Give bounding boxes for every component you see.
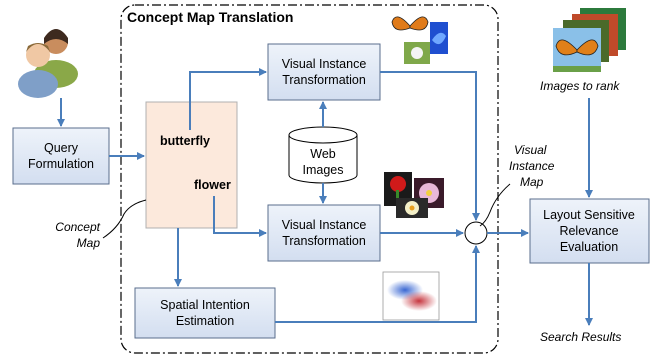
butterfly-images-icon (390, 12, 448, 64)
visual-transform-bottom-line-1: Visual Instance (282, 218, 367, 232)
query-formulation-line-2: Formulation (28, 157, 94, 171)
web-images-database-icon (288, 126, 358, 184)
arrow-spatial-to-node (275, 245, 480, 323)
spatial-intention-line-2: Estimation (176, 314, 234, 328)
combination-node (464, 221, 488, 245)
spatial-intention-estimation-box (134, 287, 276, 339)
visual-instance-transformation-top-box (267, 43, 381, 101)
search-results-label: Search Results (540, 330, 621, 344)
layout-sensitive-relevance-box (529, 198, 650, 264)
concept-map-canvas (145, 101, 238, 229)
layout-relevance-line-3: Evaluation (560, 240, 618, 254)
visual-instance-map-line-1: Visual (514, 143, 547, 157)
spatial-heatmap-icon (382, 271, 440, 321)
visual-instance-map-line-3: Map (520, 175, 544, 189)
users-icon (18, 29, 78, 98)
frame-title: Concept Map Translation (127, 9, 293, 25)
spatial-intention-line-1: Spatial Intention (160, 298, 250, 312)
web-images-line-1: Web (310, 147, 336, 161)
query-formulation-line-1: Query (44, 141, 79, 155)
layout-relevance-line-2: Relevance (559, 224, 618, 238)
visual-instance-transformation-bottom-box (267, 204, 381, 262)
web-images-line-2: Images (303, 163, 344, 177)
arrow-butterfly-to-visual-top (189, 68, 267, 130)
layout-relevance-line-1: Layout Sensitive (543, 208, 635, 222)
arrow-visual-top-to-node (380, 71, 480, 221)
concept-map-translation-frame (120, 4, 499, 354)
visual-instance-map-pointer (479, 183, 511, 227)
concept-map-label-line-2: Map (77, 236, 101, 250)
flow-arrows (57, 68, 593, 326)
arrow-flower-to-visual-bottom (213, 196, 267, 237)
concept-map-label-line-1: Concept (55, 220, 100, 234)
visual-transform-top-line-1: Visual Instance (282, 57, 367, 71)
visual-transform-top-line-2: Transformation (282, 73, 366, 87)
visual-transform-bottom-line-2: Transformation (282, 234, 366, 248)
concept-word-butterfly: butterfly (160, 134, 210, 148)
visual-instance-map-line-2: Instance (509, 159, 555, 173)
images-to-rank-icon (553, 8, 626, 72)
concept-word-flower: flower (194, 178, 231, 192)
flower-images-icon (384, 172, 444, 218)
concept-map-pointer (102, 199, 147, 239)
query-formulation-box (12, 127, 110, 185)
images-to-rank-label: Images to rank (540, 79, 620, 93)
